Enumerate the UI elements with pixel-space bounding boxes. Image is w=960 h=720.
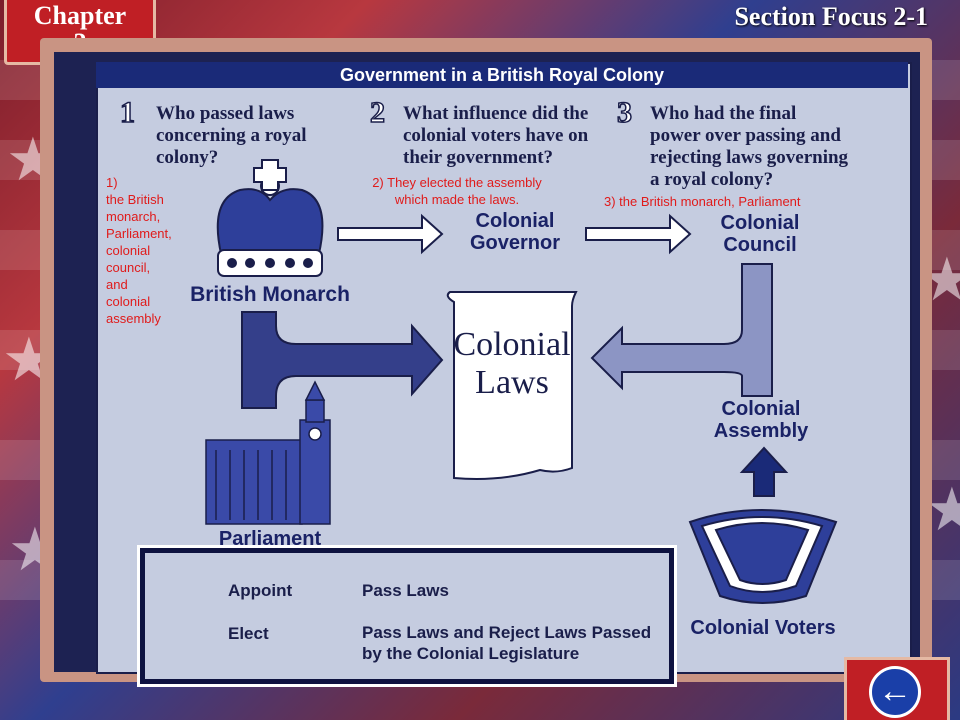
question-1-text: Who passed laws concerning a royal colon… [156,103,307,168]
colonial-assembly-label: Colonial Assembly [713,398,809,442]
colonial-laws-label: Colonial Laws [453,326,571,401]
appoint-arrow-monarch-governor [337,213,444,255]
pass-reject-arrow-to-laws [241,311,444,409]
answer-3: 3) the British monarch, Parliament [604,194,801,209]
question-3-text: Who had the final power over passing and… [650,103,849,190]
question-1-number: 1 [119,95,136,130]
legend-pass-laws-label: Pass Laws [362,581,449,600]
parliament-building-icon [205,380,331,525]
answer-1: 1) the British monarch, Parliament, colo… [106,175,172,326]
diagram-title: Government in a British Royal Colony [96,62,908,88]
question-3-number: 3 [616,95,633,130]
colonial-voters-label: Colonial Voters [690,617,836,639]
colonial-council-label: Colonial Council [720,212,800,256]
ballot-box-icon [688,509,838,604]
question-2-text: What influence did the colonial voters h… [403,103,589,168]
question-2-number: 2 [369,95,386,130]
pass-laws-arrow-to-laws [590,263,773,397]
legend-appoint-label: Appoint [228,581,293,600]
parliament-label: Parliament [218,528,322,550]
scroll-icon [446,291,578,480]
section-focus-title: Section Focus 2-1 [734,2,928,31]
elect-arrow-voters-assembly [739,446,789,497]
legend-elect-label: Elect [228,624,269,643]
back-button[interactable]: ← [844,657,950,720]
appoint-arrow-governor-council [585,213,692,255]
british-monarch-label: British Monarch [190,283,350,306]
colonial-governor-label: Colonial Governor [469,210,561,254]
chapter-label: Chapter [33,1,127,30]
answer-2: 2) They elected the assembly which made … [372,175,542,207]
left-arrow-icon: ← [869,666,921,718]
crown-icon [216,159,324,277]
legend-pass-reject-label: Pass Laws and Reject Laws Passed by the … [362,623,652,663]
legend-box [140,548,674,684]
